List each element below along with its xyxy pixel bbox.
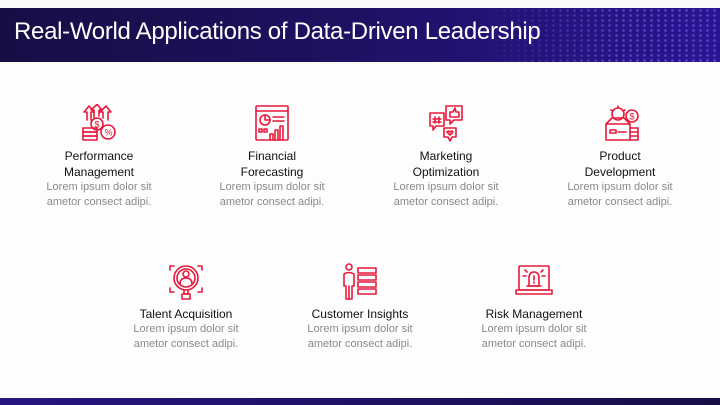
laptop-alert-icon <box>515 265 553 295</box>
card-description: Lorem ipsum dolor sit <box>219 181 325 193</box>
card-title: Financial <box>247 149 297 163</box>
card-title: Marketing <box>419 149 473 163</box>
card-description: Lorem ipsum dolor sit <box>307 323 413 335</box>
card-talent-acquisition: Talent Acquisition Lorem ipsum dolor sit… <box>111 262 261 352</box>
card-marketing-optimization: Marketing Optimization Lorem ipsum dolor… <box>371 104 521 210</box>
card-description-line2: ametor consect adipi. <box>46 196 152 208</box>
growth-money-icon: $ % <box>82 104 116 141</box>
svg-text:$: $ <box>630 112 635 122</box>
card-description: Lorem ipsum dolor sit <box>46 181 152 193</box>
card-description-line2: ametor consect adipi. <box>307 338 413 350</box>
top-strip <box>0 0 720 8</box>
card-title-line2: Forecasting <box>240 165 304 179</box>
card-financial-forecasting: Financial Forecasting Lorem ipsum dolor … <box>197 104 347 210</box>
card-customer-insights: Customer Insights Lorem ipsum dolor sit … <box>285 262 435 352</box>
dotted-wave-decoration <box>480 8 720 62</box>
product-box-gear-icon: $ <box>605 105 639 141</box>
card-title: Talent Acquisition <box>139 307 233 321</box>
social-bubbles-icon <box>429 105 463 142</box>
card-title-line2: Management <box>63 165 135 179</box>
card-description: Lorem ipsum dolor sit <box>567 181 673 193</box>
card-description: Lorem ipsum dolor sit <box>481 323 587 335</box>
dashboard-chart-icon <box>255 105 289 141</box>
card-title: Risk Management <box>485 307 583 321</box>
person-search-icon <box>169 265 203 300</box>
card-description-line2: ametor consect adipi. <box>481 338 587 350</box>
svg-text:%: % <box>105 128 113 138</box>
title-bar: Real-World Applications of Data-Driven L… <box>0 8 720 62</box>
card-risk-management: Risk Management Lorem ipsum dolor sit am… <box>459 262 609 352</box>
card-description-line2: ametor consect adipi. <box>219 196 325 208</box>
card-title: Product <box>599 149 641 163</box>
card-performance-management: $ % Performance Management Lorem ipsum d… <box>24 104 174 210</box>
card-description-line2: ametor consect adipi. <box>393 196 499 208</box>
card-description: Lorem ipsum dolor sit <box>393 181 499 193</box>
card-description: Lorem ipsum dolor sit <box>133 323 239 335</box>
card-title-line2: Optimization <box>412 165 480 179</box>
card-description-line2: ametor consect adipi. <box>567 196 673 208</box>
person-list-icon <box>343 263 377 300</box>
slide-title: Real-World Applications of Data-Driven L… <box>14 18 541 45</box>
card-description-line2: ametor consect adipi. <box>133 338 239 350</box>
card-title: Customer Insights <box>311 307 409 321</box>
card-product-development: $ Product Development Lorem ipsum dolor … <box>545 104 695 210</box>
footer-bar <box>0 398 720 405</box>
card-title: Performance <box>64 149 134 163</box>
svg-text:$: $ <box>95 120 100 130</box>
card-title-line2: Development <box>584 165 656 179</box>
